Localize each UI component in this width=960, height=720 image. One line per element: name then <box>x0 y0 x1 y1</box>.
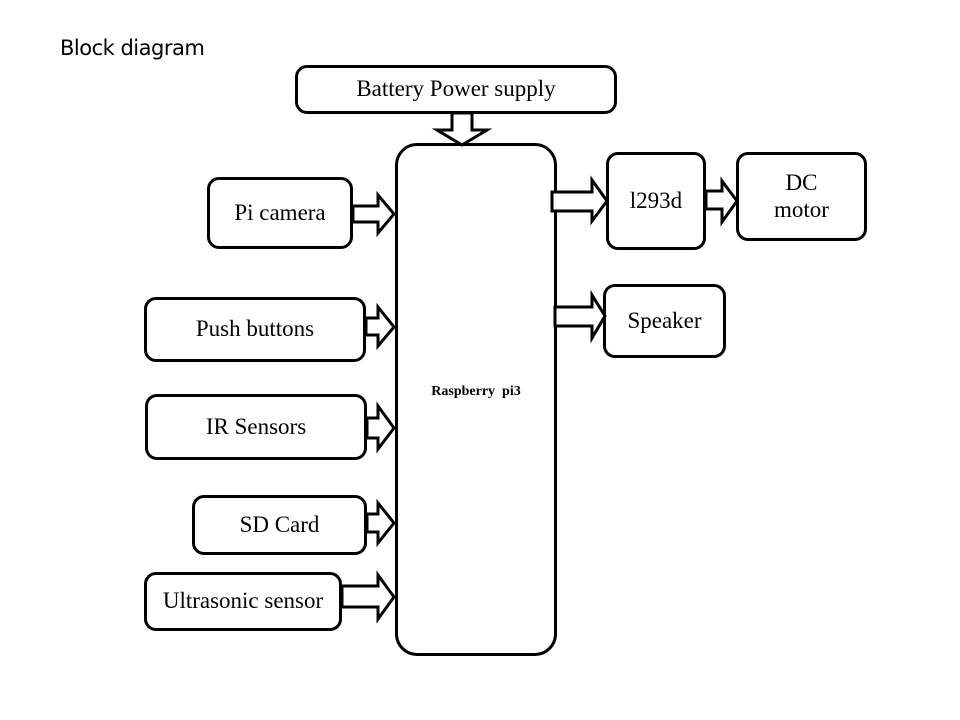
l293d-label: l293d <box>629 187 683 213</box>
speaker-label: Speaker <box>627 307 702 333</box>
dc-motor-block: DC motor <box>736 152 867 241</box>
sd-card-label: SD Card <box>239 511 320 537</box>
battery-power-supply-label: Battery Power supply <box>356 76 556 102</box>
ultrasonic-sensor-label: Ultrasonic sensor <box>162 588 324 614</box>
ir-sensors-label: IR Sensors <box>205 413 307 439</box>
diagram-title: Block diagram <box>60 36 205 60</box>
raspberry-pi3-block: Raspberry pi3 <box>395 143 557 656</box>
l293d-block: l293d <box>606 152 706 250</box>
arrow-pi-to-l293d <box>550 175 609 226</box>
arrow-pi-to-speaker <box>553 289 607 344</box>
battery-power-supply-block: Battery Power supply <box>295 65 617 114</box>
ultrasonic-sensor-block: Ultrasonic sensor <box>144 572 342 631</box>
pi-camera-label: Pi camera <box>234 199 326 225</box>
arrow-power-to-pi <box>431 111 493 147</box>
arrow-l293d-to-dc-motor <box>704 176 739 227</box>
arrow-sd-card-to-pi <box>365 498 396 548</box>
sd-card-block: SD Card <box>192 495 367 555</box>
dc-motor-label-line1: DC <box>785 170 818 196</box>
arrow-ir-sensors-to-pi <box>365 401 396 454</box>
push-buttons-block: Push buttons <box>144 297 366 362</box>
arrow-push-buttons-to-pi <box>364 302 396 351</box>
speaker-block: Speaker <box>603 284 726 358</box>
dc-motor-label-line2: motor <box>774 196 829 222</box>
push-buttons-label: Push buttons <box>195 316 315 342</box>
ir-sensors-block: IR Sensors <box>145 394 367 460</box>
arrow-pi-camera-to-pi <box>351 190 396 238</box>
arrow-ultrasonic-to-pi <box>340 570 396 624</box>
raspberry-pi3-label: Raspberry pi3 <box>431 384 521 399</box>
